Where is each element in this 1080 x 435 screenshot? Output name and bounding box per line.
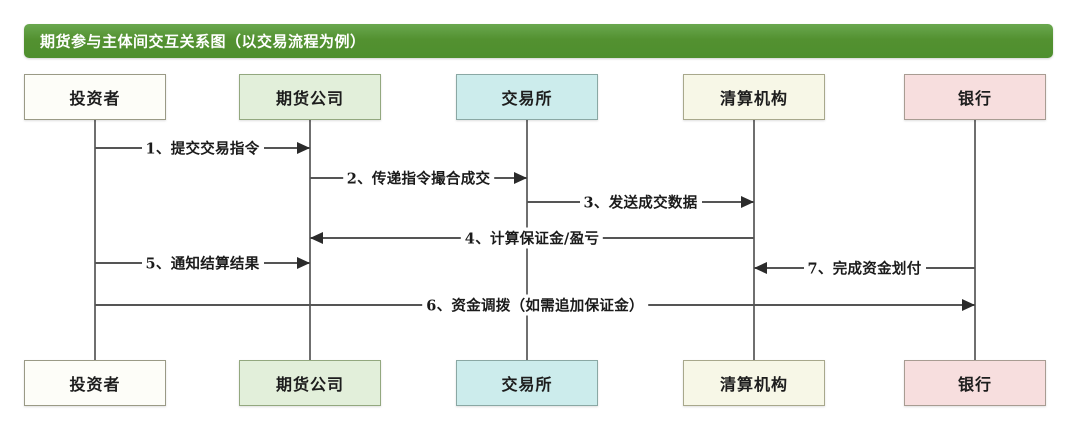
message-arrowhead-4 [310,232,323,244]
participant-box-bank-bottom[interactable]: 银行 [904,360,1046,406]
participant-box-exchange-bottom[interactable]: 交易所 [456,360,598,406]
message-label-5: 5、通知结算结果 [141,252,264,274]
participant-label: 银行 [957,375,992,394]
participant-label: 银行 [957,89,992,108]
participant-label: 交易所 [501,375,553,394]
message-arrowhead-7 [754,262,767,274]
diagram-title-bar: 期货参与主体间交互关系图（以交易流程为例） [24,24,1053,58]
message-label-2: 2、传递指令撮合成交 [342,167,495,189]
participant-box-futures-top[interactable]: 期货公司 [239,74,381,120]
message-label-4: 4、计算保证金/盈亏 [460,227,604,249]
participant-label: 期货公司 [275,375,344,394]
participant-box-clearing-top[interactable]: 清算机构 [683,74,825,120]
message-arrowhead-2 [514,172,527,184]
participant-label: 清算机构 [719,375,788,394]
lifeline-bank [974,120,976,360]
message-arrowhead-3 [741,196,754,208]
message-label-6: 6、资金调拨（如需追加保证金） [422,294,648,316]
participant-label: 投资者 [69,375,121,394]
participant-box-exchange-top[interactable]: 交易所 [456,74,598,120]
participant-box-investor-top[interactable]: 投资者 [24,74,166,120]
message-arrowhead-5 [297,257,310,269]
participant-label: 期货公司 [275,89,344,108]
participant-box-futures-bottom[interactable]: 期货公司 [239,360,381,406]
lifeline-clearing [753,120,755,360]
participant-label: 投资者 [69,89,121,108]
lifeline-futures [309,120,311,360]
message-label-3: 3、发送成交数据 [579,191,702,213]
participant-box-bank-top[interactable]: 银行 [904,74,1046,120]
message-arrowhead-6 [962,299,975,311]
participant-label: 清算机构 [719,89,788,108]
participant-label: 交易所 [501,89,553,108]
participant-box-clearing-bottom[interactable]: 清算机构 [683,360,825,406]
diagram-title: 期货参与主体间交互关系图（以交易流程为例） [40,32,366,51]
message-arrowhead-1 [297,142,310,154]
lifeline-investor [94,120,96,360]
participant-box-investor-bottom[interactable]: 投资者 [24,360,166,406]
message-label-1: 1、提交交易指令 [141,137,264,159]
message-label-7: 7、完成资金划付 [803,257,926,279]
